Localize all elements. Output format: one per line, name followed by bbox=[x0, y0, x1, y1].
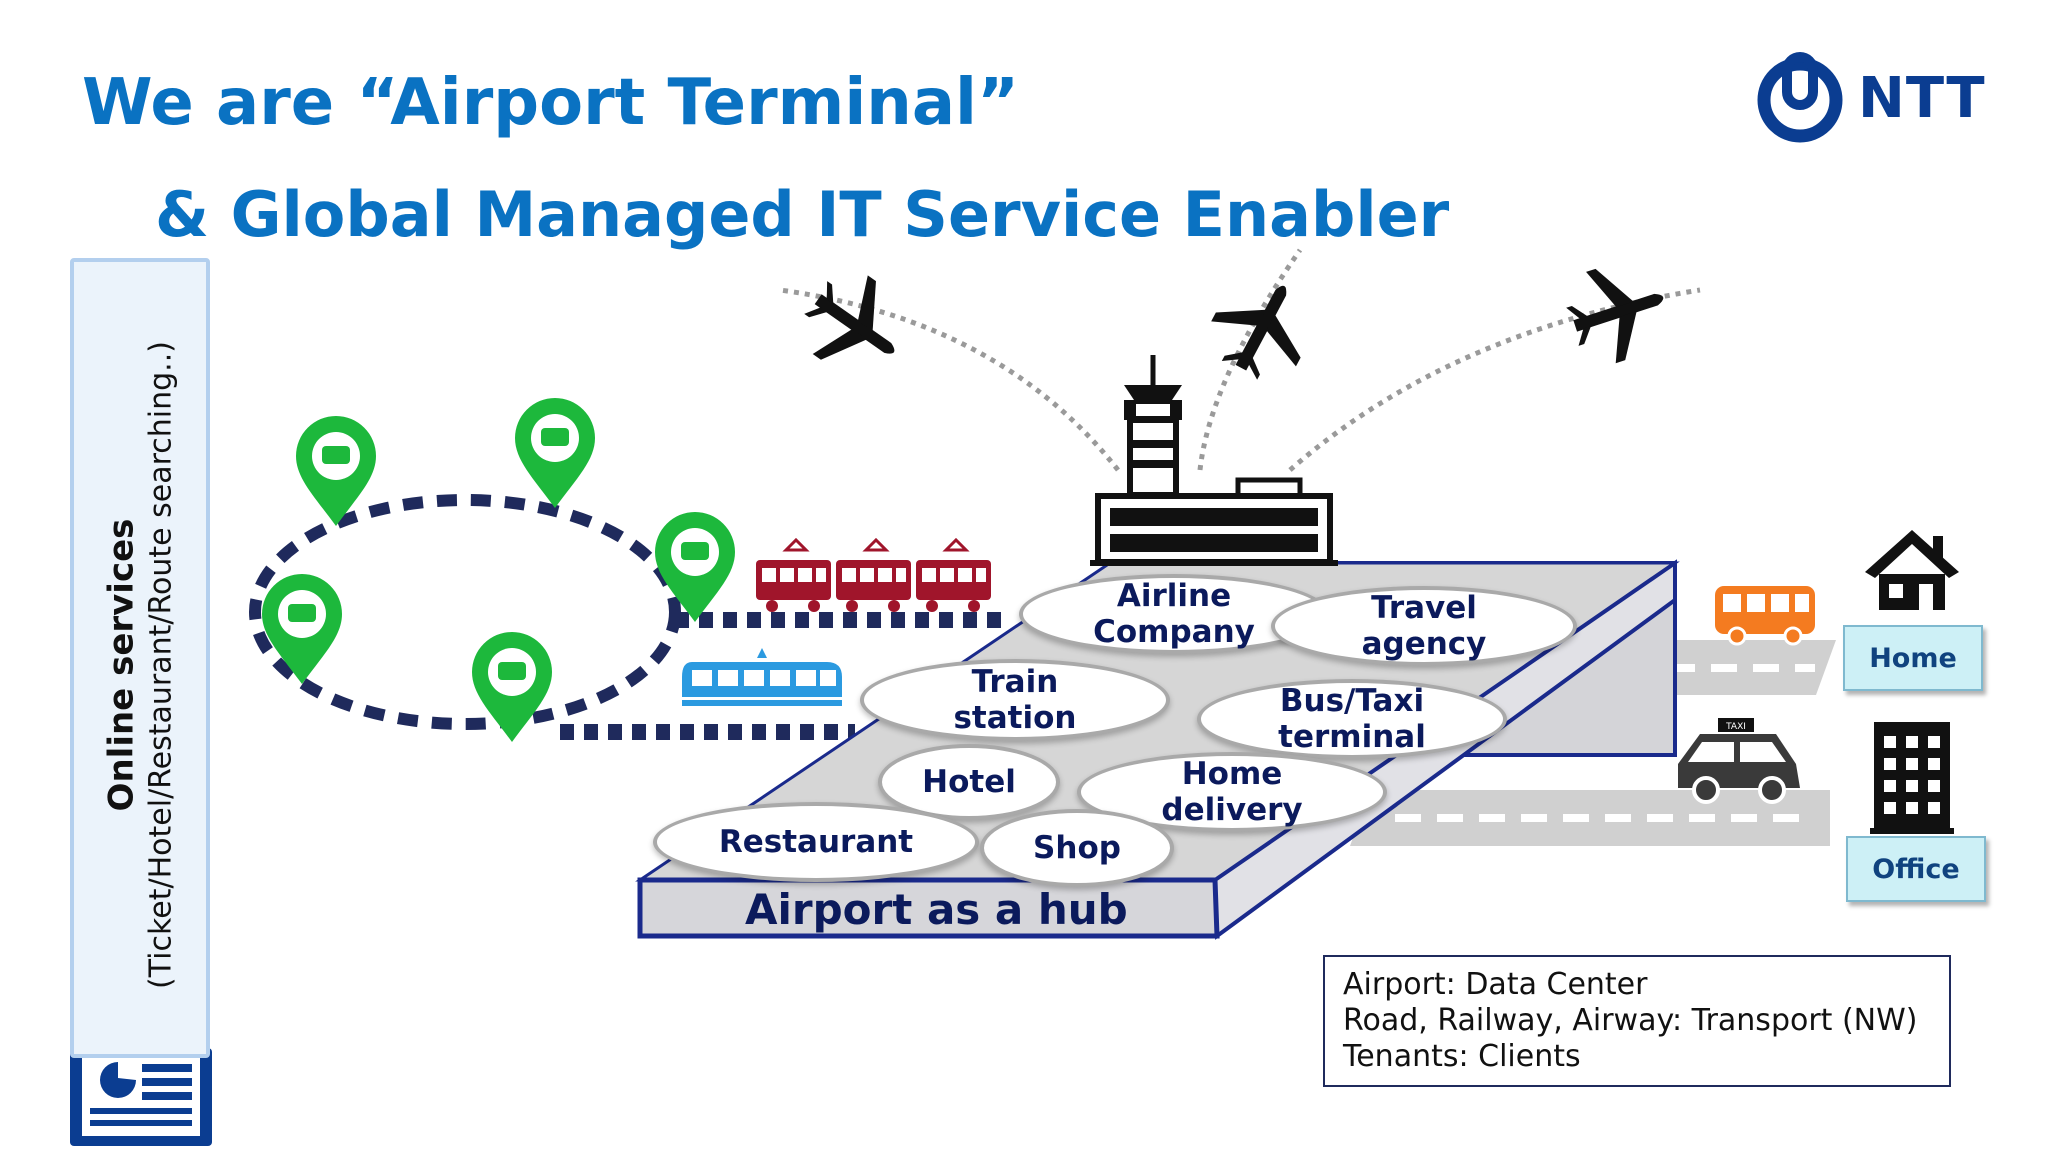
tram-icon bbox=[756, 537, 991, 612]
map-pin-icon bbox=[296, 416, 376, 526]
destination-home: Home bbox=[1843, 625, 1983, 691]
taxi-sign: TAXI bbox=[1725, 722, 1746, 732]
railway-loop bbox=[249, 494, 1010, 740]
map-pin-icon bbox=[472, 632, 552, 742]
monorail-icon bbox=[682, 648, 842, 706]
document-icon bbox=[70, 1048, 212, 1146]
ntt-logo-text: NTT bbox=[1858, 66, 1986, 131]
slide-subtitle: & Global Managed IT Service Enabler bbox=[155, 178, 1450, 251]
office-building-icon bbox=[1870, 722, 1954, 834]
online-services-examples: (Ticket/Hotel/Restaurant/Route searching… bbox=[143, 341, 179, 989]
destination-office: Office bbox=[1846, 836, 1986, 902]
hub-label: Airport as a hub bbox=[745, 885, 1128, 934]
house-icon bbox=[1865, 530, 1959, 610]
taxi-icon: TAXI bbox=[1678, 718, 1800, 804]
airplane-icon bbox=[804, 275, 895, 360]
bus-icon bbox=[1715, 586, 1815, 646]
legend-line-airport: Airport: Data Center bbox=[1343, 967, 1648, 1002]
online-services-title: Online services bbox=[101, 518, 142, 812]
map-pin-icon bbox=[515, 398, 595, 508]
legend-line-transport: Road, Railway, Airway: Transport (NW) bbox=[1343, 1003, 1918, 1038]
tenant-restaurant: Restaurant bbox=[653, 802, 979, 882]
airplane-icon bbox=[1211, 285, 1301, 380]
legend-line-tenants: Tenants: Clients bbox=[1343, 1039, 1581, 1074]
control-tower-icon bbox=[1090, 355, 1338, 566]
slide-title: We are “Airport Terminal” bbox=[82, 66, 1019, 140]
ntt-logo-icon bbox=[1757, 52, 1843, 143]
tenant-shop: Shop bbox=[980, 809, 1174, 887]
legend-box: Airport: Data Center Road, Railway, Airw… bbox=[1323, 955, 1951, 1087]
tenant-hotel: Hotel bbox=[878, 744, 1060, 820]
airplane-icon bbox=[1566, 268, 1664, 364]
map-pin-icon bbox=[262, 574, 342, 684]
online-services-label: Online services (Ticket/Hotel/Restaurant… bbox=[102, 341, 179, 989]
map-pin-icon bbox=[655, 512, 735, 622]
online-services-panel bbox=[70, 258, 210, 1058]
